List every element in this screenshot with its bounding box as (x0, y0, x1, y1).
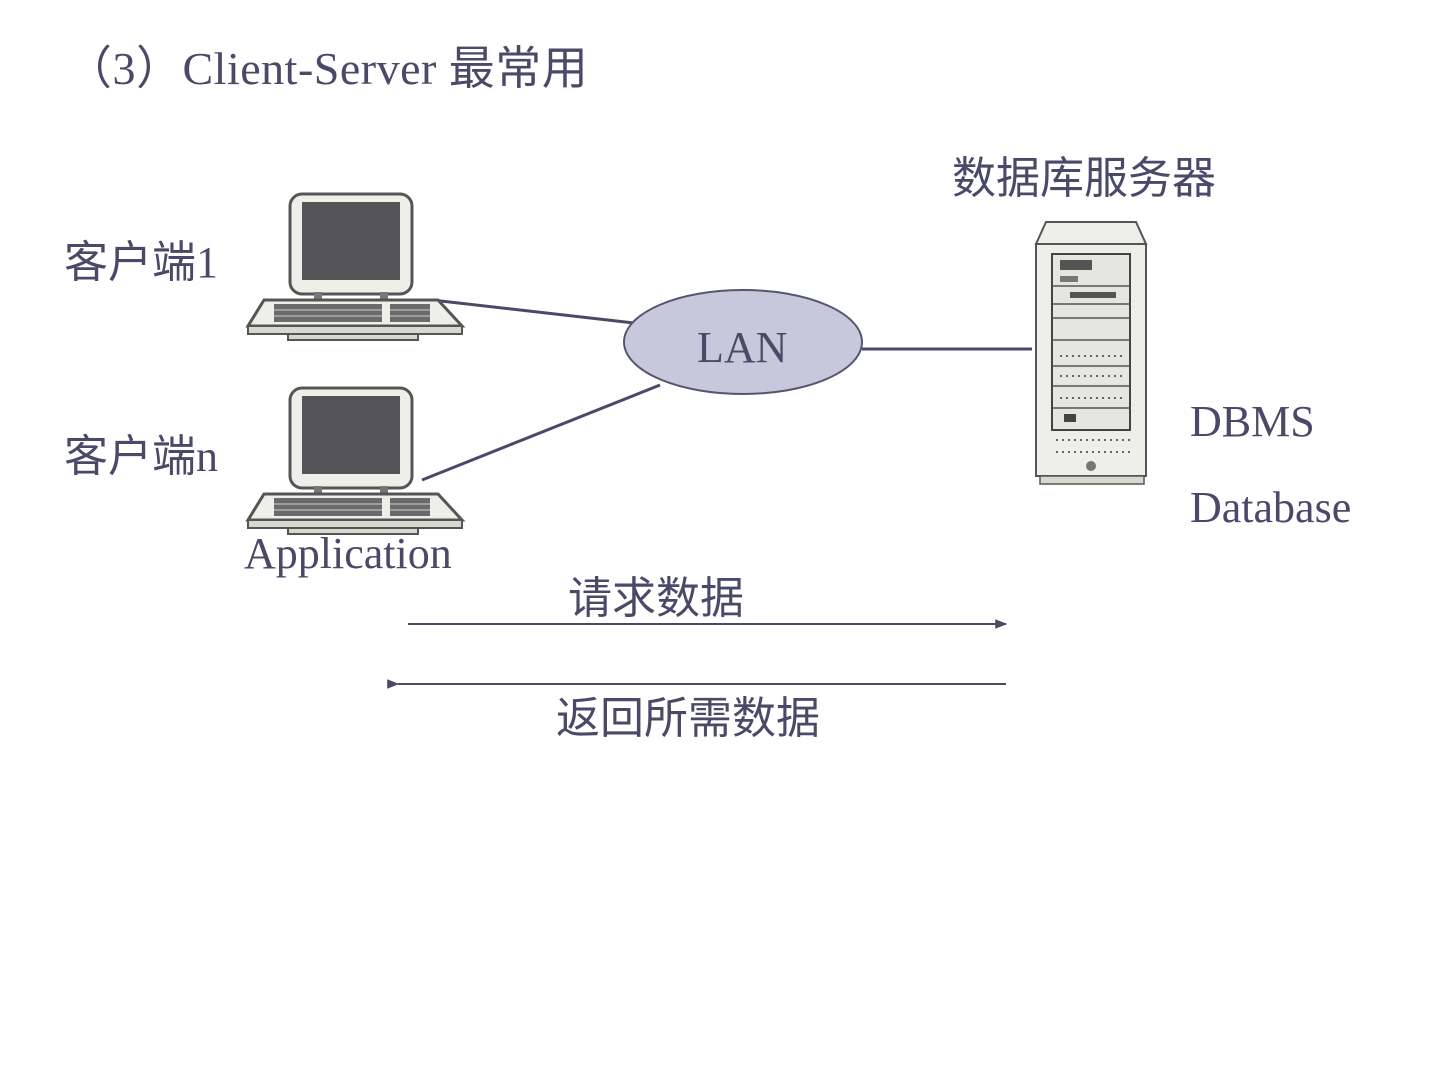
lan-ellipse (623, 289, 863, 395)
response-label: 返回所需数据 (556, 694, 820, 743)
client-1-label: 客户端1 (64, 238, 218, 287)
lan-label: LAN (697, 323, 788, 372)
database-label: Database (1190, 483, 1352, 532)
client-1-computer-icon (246, 192, 464, 342)
dbms-label: DBMS (1190, 397, 1315, 446)
server-title: 数据库服务器 (952, 154, 1216, 203)
link-client1-lan (431, 298, 635, 325)
link-clientn-lan (421, 383, 661, 482)
client-n-label: 客户端n (64, 432, 218, 481)
slide-title: （3）Client-Server 最常用 (66, 43, 589, 94)
server-tower-icon (1034, 221, 1148, 485)
request-label: 请求数据 (568, 574, 744, 623)
client-role-label: Application (244, 529, 452, 578)
client-n-computer-icon (246, 386, 464, 536)
